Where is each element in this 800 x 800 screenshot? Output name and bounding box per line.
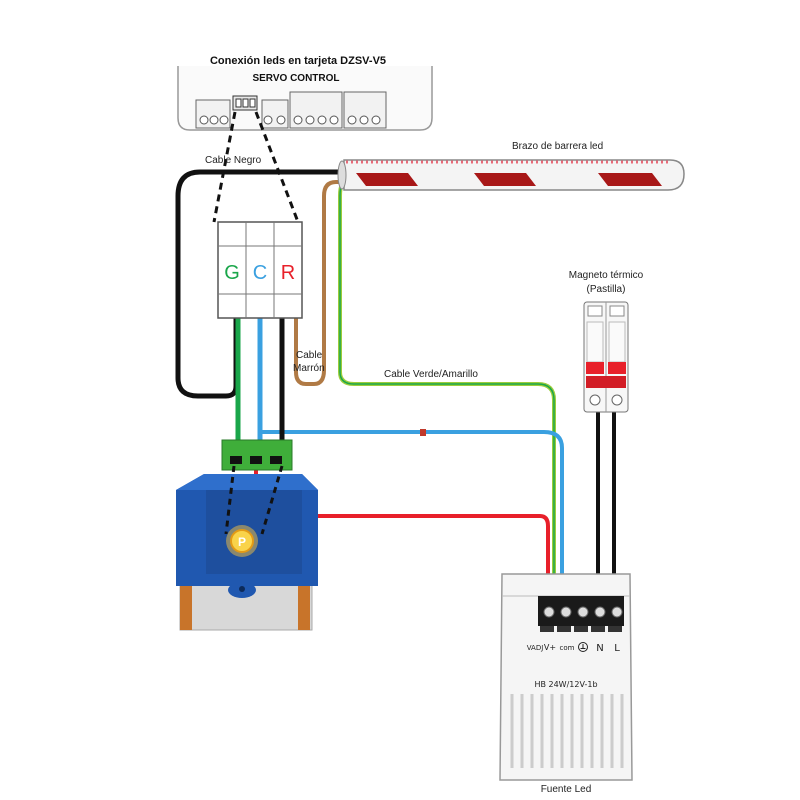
wire-joint	[420, 429, 426, 436]
zoom-lines-motor	[224, 465, 284, 535]
board-terminal-block-3	[289, 91, 343, 129]
label-magneto-2: (Pastilla)	[587, 284, 626, 295]
gcr-connector: G C R	[217, 221, 303, 319]
label-cable-marron-1: Cable	[296, 350, 323, 361]
barrier-arm	[337, 159, 685, 191]
servo-control-board: Conexión leds en tarjeta DZSV-V5 SERVO C…	[177, 55, 433, 131]
board-terminal-block-2	[261, 99, 289, 129]
connector-label-g: G	[224, 262, 240, 284]
zoom-lines-top	[212, 111, 300, 223]
board-terminal-block-4	[343, 91, 387, 129]
label-cable-verde: Cable Verde/Amarillo	[384, 369, 478, 380]
board-title: Conexión leds en tarjeta DZSV-V5	[210, 55, 386, 67]
thermal-breaker	[583, 301, 629, 413]
psu-model: HB 24W/12V-1b	[534, 680, 597, 689]
psu-term-com: com	[560, 644, 575, 652]
psu-ground-icon	[578, 642, 588, 652]
p-indicator-label: P	[238, 535, 246, 549]
board-terminal-block-1	[195, 99, 231, 129]
wire-brown	[294, 180, 344, 386]
psu-term-vadj: VADJ	[527, 644, 544, 652]
psu-term-l: L	[614, 643, 620, 654]
board-subtitle: SERVO CONTROL	[252, 73, 339, 84]
label-cable-negro: Cable Negro	[205, 155, 262, 166]
psu-term-n: N	[596, 643, 603, 654]
label-cable-marron-2: Marrón	[293, 363, 325, 374]
connector-label-r: R	[281, 262, 295, 284]
p-indicator-icon: P	[226, 525, 258, 557]
connector-label-c: C	[253, 262, 267, 284]
psu-name: Fuente Led	[541, 784, 592, 795]
label-magneto-1: Magneto térmico	[569, 270, 644, 281]
motor-terminal-block	[221, 439, 293, 471]
psu-term-vplus: V+	[544, 643, 556, 652]
wire-blue-run	[260, 430, 564, 596]
power-supply: VADJ V+ com N L HB 24W/12V-1b Fuente Led	[499, 573, 633, 795]
wire-black-loop	[175, 169, 338, 399]
board-led-header	[232, 95, 258, 111]
wire-yellowgreen-core	[339, 183, 555, 596]
wire-yellowgreen	[338, 183, 556, 596]
label-arm: Brazo de barrera led	[512, 141, 603, 152]
